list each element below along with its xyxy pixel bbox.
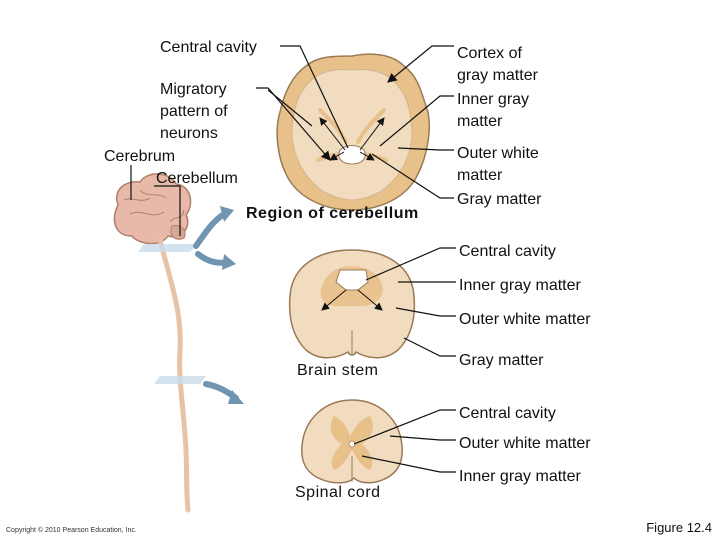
- figure-number: Figure 12.4: [646, 520, 712, 535]
- label-outer-white-mid: Outer white matter: [459, 311, 591, 328]
- label-central-cavity-top: Central cavity: [160, 39, 257, 56]
- label-cerebellum: Cerebellum: [156, 170, 238, 187]
- region-cerebellum-title: Region of cerebellum: [246, 205, 419, 222]
- region-spinal-cord-title: Spinal cord: [295, 484, 381, 501]
- label-inner-gray-1: Inner gray: [457, 91, 530, 108]
- region-brain-stem-title: Brain stem: [297, 362, 379, 379]
- spinal-cord-illustration: [157, 237, 191, 513]
- copyright-text: Copyright © 2010 Pearson Education, Inc.: [6, 527, 137, 534]
- label-inner-gray-bot: Inner gray matter: [459, 468, 581, 485]
- label-outer-white-1: Outer white: [457, 145, 539, 162]
- label-gray-matter-top: Gray matter: [457, 191, 542, 208]
- label-inner-gray-2: matter: [457, 113, 503, 130]
- section-plane-brainstem: [154, 376, 206, 384]
- brain-illustration: [113, 173, 192, 245]
- label-cortex-2: gray matter: [457, 67, 538, 84]
- section-plane-cerebellum: [138, 244, 198, 252]
- cerebellum-section: [276, 53, 431, 211]
- migratory-arrows: [319, 117, 385, 311]
- label-migratory-1: Migratory: [160, 81, 227, 98]
- spinalcord-section: [301, 399, 403, 484]
- label-outer-white-2: matter: [457, 167, 503, 184]
- label-cerebrum: Cerebrum: [104, 148, 176, 165]
- brainstem-section: [288, 249, 416, 359]
- label-migratory-2: pattern of: [160, 103, 228, 120]
- label-inner-gray-mid: Inner gray matter: [459, 277, 581, 294]
- label-migratory-3: neurons: [160, 125, 218, 142]
- blue-arrow-1: [193, 211, 227, 249]
- label-gray-matter-mid: Gray matter: [459, 352, 544, 369]
- label-cortex-1: Cortex of: [457, 45, 522, 62]
- label-outer-white-bot: Outer white matter: [459, 435, 591, 452]
- label-central-cavity-bot: Central cavity: [459, 405, 556, 422]
- label-central-cavity-mid: Central cavity: [459, 243, 556, 260]
- leader-lines: [130, 45, 456, 473]
